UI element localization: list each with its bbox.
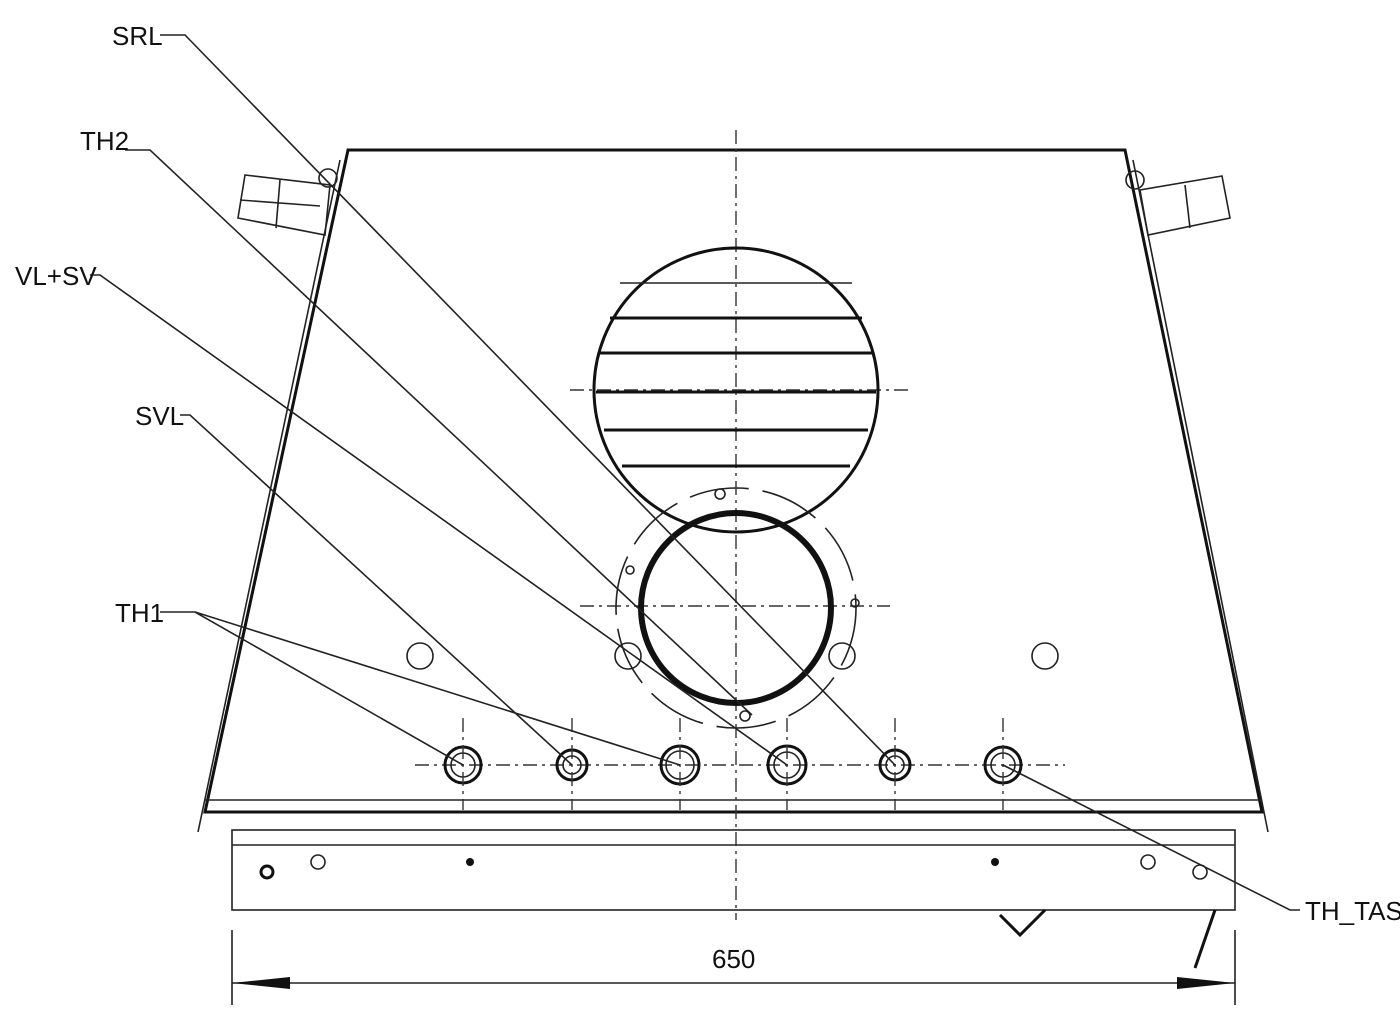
label-th1: TH1: [115, 598, 164, 628]
left-bracket: [237, 168, 338, 236]
dimension-value: 650: [712, 944, 755, 974]
pipe-connections: [443, 718, 1023, 810]
label-th2: TH2: [80, 126, 129, 156]
lower-flange-opening: [615, 487, 860, 729]
label-th-tas: TH_TAS: [1305, 896, 1400, 926]
label-svl: SVL: [135, 401, 184, 431]
width-dimension: 650: [231, 930, 1236, 1005]
mounting-holes: [406, 642, 1059, 670]
callout-labels: SRL TH2 VL+SV SVL TH1 TH_TAS: [15, 21, 1400, 926]
center-lines: [415, 130, 1065, 920]
housing-body: [197, 148, 1269, 833]
leader-lines: [90, 34, 1300, 911]
upper-duct-opening: [592, 246, 880, 534]
label-vl-sv: VL+SV: [15, 261, 97, 291]
base-rail: [231, 829, 1236, 969]
right-bracket: [1125, 170, 1231, 236]
label-srl: SRL: [112, 21, 163, 51]
